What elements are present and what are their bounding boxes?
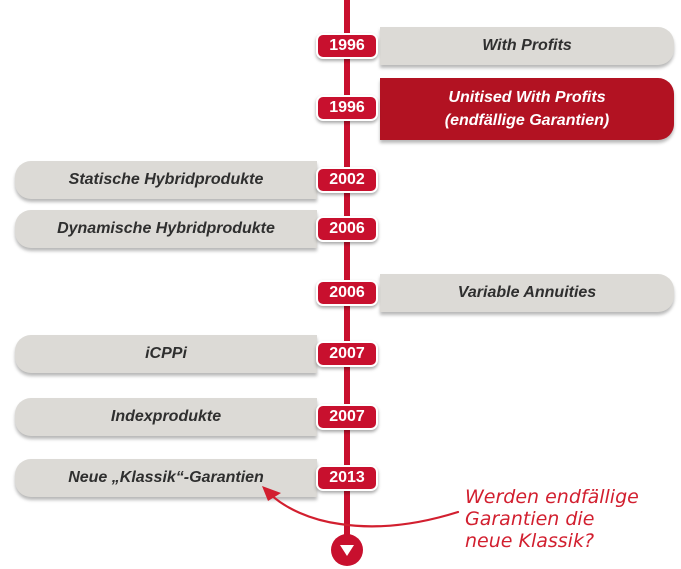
year-badge: 2006 bbox=[316, 216, 378, 242]
year-badge: 1996 bbox=[316, 33, 378, 59]
year-label: 2013 bbox=[329, 469, 365, 486]
year-label: 1996 bbox=[329, 99, 365, 116]
scroll-down-button[interactable] bbox=[331, 534, 363, 566]
event-pill-statische-hybridprodukte: Statische Hybridprodukte bbox=[15, 161, 317, 199]
year-badge: 2007 bbox=[316, 404, 378, 430]
event-pill-variable-annuities: Variable Annuities bbox=[380, 274, 674, 312]
event-label: Statische Hybridprodukte bbox=[68, 171, 264, 189]
event-label: Neue „Klassik“-Garantien bbox=[68, 469, 264, 487]
chevron-down-icon bbox=[340, 545, 354, 556]
year-label: 2002 bbox=[329, 171, 365, 188]
year-label: 2006 bbox=[329, 220, 365, 237]
event-pill-indexprodukte: Indexprodukte bbox=[15, 398, 317, 436]
event-label: iCPPi bbox=[145, 345, 187, 363]
year-badge: 2007 bbox=[316, 341, 378, 367]
event-pill-icppi: iCPPi bbox=[15, 335, 317, 373]
year-badge: 2013 bbox=[316, 465, 378, 491]
year-label: 2007 bbox=[329, 408, 365, 425]
event-label: Variable Annuities bbox=[457, 284, 597, 302]
timeline-line bbox=[344, 0, 350, 552]
year-badge: 2002 bbox=[316, 167, 378, 193]
event-label: With Profits bbox=[482, 37, 572, 55]
event-pill-with-profits: With Profits bbox=[380, 27, 674, 65]
year-badge: 2006 bbox=[316, 280, 378, 306]
year-label: 2007 bbox=[329, 345, 365, 362]
event-label: Unitised With Profits (endfällige Garant… bbox=[444, 88, 610, 129]
annotation-note: Werden endfällige Garantien die neue Kla… bbox=[465, 486, 639, 552]
event-pill-unitised-with-profits: Unitised With Profits (endfällige Garant… bbox=[380, 78, 674, 140]
event-pill-neue-klassik-garantien: Neue „Klassik“-Garantien bbox=[15, 459, 317, 497]
year-label: 2006 bbox=[329, 284, 365, 301]
event-pill-dynamische-hybridprodukte: Dynamische Hybridprodukte bbox=[15, 210, 317, 248]
year-badge: 1996 bbox=[316, 95, 378, 121]
year-label: 1996 bbox=[329, 37, 365, 54]
event-label: Dynamische Hybridprodukte bbox=[57, 220, 275, 238]
event-label: Indexprodukte bbox=[110, 408, 222, 426]
